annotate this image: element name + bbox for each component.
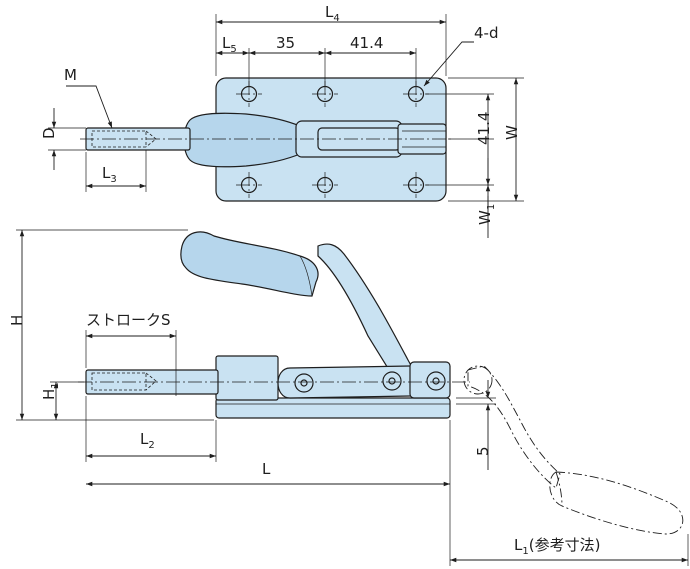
side-view-dimensions: H H1 ストロークS L2 L 5 L1(参考寸法) — [8, 229, 689, 566]
dim-label-L1: L1(参考寸法) — [514, 536, 600, 557]
handle-grip — [180, 231, 319, 297]
dim-label-D: D — [40, 127, 58, 139]
dim-label-H: H — [8, 315, 26, 326]
top-view — [80, 77, 452, 202]
handle-top — [183, 112, 301, 168]
dim-label-41-4-side: 41.4 — [475, 112, 493, 145]
dim-label-L5: L5 — [222, 34, 237, 55]
dim-label-M: M — [64, 66, 77, 84]
top-view-dimensions: L4 L5 35 41.4 4-d M D L3 41.4 W W1 — [40, 3, 524, 238]
dim-label-stroke-s: ストロークS — [86, 311, 171, 329]
pin-center — [300, 379, 308, 387]
plunger-thread-side — [91, 372, 147, 391]
pin-center — [432, 377, 440, 385]
dim-label-L2: L2 — [140, 430, 155, 451]
dim-label-W: W — [503, 125, 521, 140]
dim-label-L4: L4 — [325, 3, 340, 24]
hole-note: 4-d — [474, 24, 498, 42]
dim-label-L3: L3 — [102, 164, 117, 185]
dim-label-L: L — [262, 460, 271, 478]
handle-arm — [317, 243, 420, 379]
pin-center — [388, 377, 396, 385]
base-side — [215, 397, 451, 419]
dim-label-W1: W1 — [476, 204, 497, 225]
phantom-handle — [463, 365, 684, 535]
dim-label-5: 5 — [474, 446, 492, 456]
dim-label-35: 35 — [276, 34, 295, 52]
dim-label-H1: H1 — [40, 382, 61, 400]
side-view — [78, 231, 684, 535]
dim-label-41-4-top: 41.4 — [350, 34, 383, 52]
plunger-body-side — [215, 355, 279, 401]
mounting-holes — [236, 81, 429, 198]
